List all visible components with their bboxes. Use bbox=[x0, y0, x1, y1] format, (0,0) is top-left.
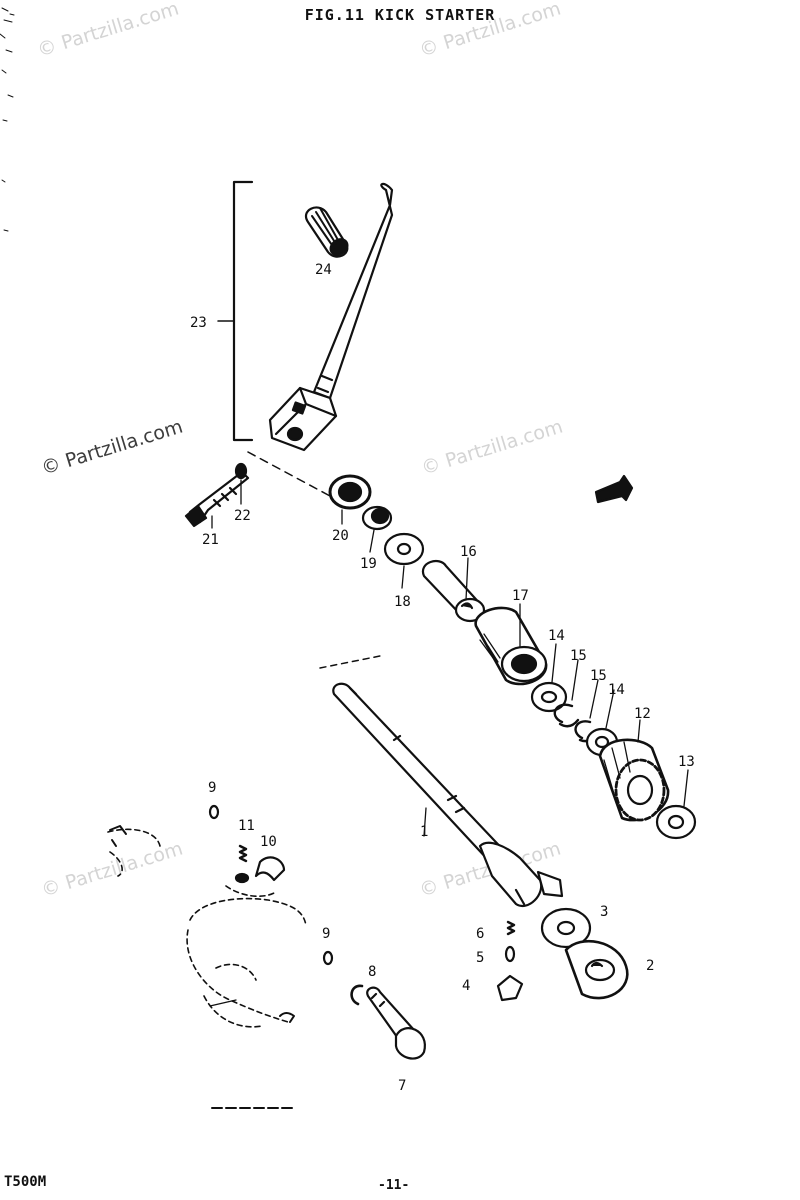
label-14b: 14 bbox=[608, 682, 625, 698]
label-16: 16 bbox=[460, 544, 477, 560]
label-10: 10 bbox=[260, 834, 277, 850]
label-19: 19 bbox=[360, 556, 377, 572]
label-23: 21 bbox=[202, 532, 219, 548]
label-24: 22 bbox=[234, 508, 251, 524]
bolt-7 bbox=[366, 986, 426, 1060]
grip-rubber bbox=[305, 206, 349, 258]
label-1: 1 bbox=[420, 824, 428, 840]
circlip-8 bbox=[350, 984, 364, 1006]
label-15b: 15 bbox=[590, 668, 607, 684]
label-13: 13 bbox=[678, 754, 695, 770]
label-5: 5 bbox=[476, 950, 484, 966]
label-4: 4 bbox=[462, 978, 470, 994]
spring-6 bbox=[506, 920, 516, 936]
label-14a: 14 bbox=[548, 628, 565, 644]
washer-3 bbox=[540, 907, 592, 949]
circlip-15a bbox=[553, 703, 580, 728]
label-8: 8 bbox=[368, 964, 376, 980]
label-11: 11 bbox=[238, 818, 255, 834]
oil-seal-20 bbox=[328, 474, 372, 510]
label-3: 3 bbox=[600, 904, 608, 920]
clip-9a bbox=[208, 804, 220, 820]
figure-title: FIG.11 KICK STARTER bbox=[304, 6, 496, 24]
label-17: 17 bbox=[512, 588, 529, 604]
page-number: -11- bbox=[378, 1178, 410, 1193]
clip-9b bbox=[322, 950, 334, 966]
drum-17 bbox=[474, 606, 548, 686]
washer-18 bbox=[383, 532, 425, 566]
label-12: 12 bbox=[634, 706, 651, 722]
label-15a: 15 bbox=[570, 648, 587, 664]
pin-5 bbox=[504, 945, 516, 963]
label-2: 2 bbox=[646, 958, 654, 974]
label-7: 7 bbox=[398, 1078, 406, 1094]
spring-case-2 bbox=[564, 939, 629, 1000]
gear-12 bbox=[598, 738, 670, 822]
kick-lever bbox=[268, 182, 394, 452]
guide-4 bbox=[496, 974, 524, 1002]
shaft-1 bbox=[332, 682, 564, 907]
washer-13 bbox=[655, 804, 697, 840]
screw-11 bbox=[234, 844, 250, 884]
label-20: 20 bbox=[332, 528, 349, 544]
label-22: 24 bbox=[315, 262, 332, 278]
label-18: 18 bbox=[394, 594, 411, 610]
ring-19 bbox=[361, 505, 393, 531]
direction-arrow bbox=[594, 474, 634, 504]
washer-14a bbox=[530, 681, 568, 713]
sleeve-16 bbox=[421, 559, 486, 623]
bolt-23 bbox=[184, 470, 250, 528]
label-9b: 9 bbox=[322, 926, 330, 942]
label-21: 23 bbox=[190, 315, 207, 331]
label-6: 6 bbox=[476, 926, 484, 942]
washer-24 bbox=[234, 462, 248, 480]
bracket-21 bbox=[232, 180, 254, 442]
label-9a: 9 bbox=[208, 780, 216, 796]
model-code: T500M bbox=[4, 1174, 47, 1190]
holder-10 bbox=[254, 856, 286, 882]
scan-noise bbox=[0, 7, 15, 232]
engine-casing bbox=[107, 828, 307, 1028]
